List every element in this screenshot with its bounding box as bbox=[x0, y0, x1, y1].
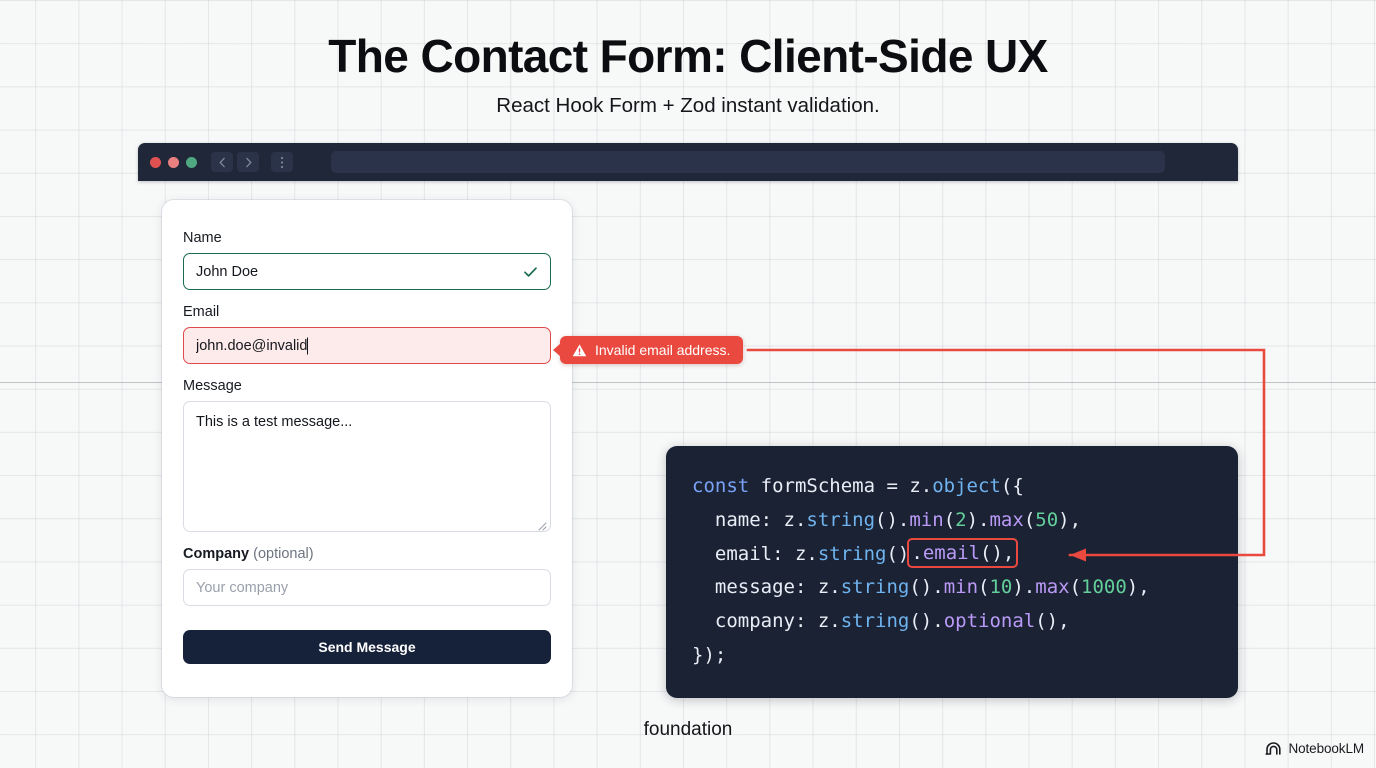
code-line-5: company: z.string().optional(), bbox=[692, 610, 1070, 633]
contact-form-card: Name Email Message This is a test messag… bbox=[162, 200, 572, 697]
code-line-3: email: z.string().email(), bbox=[692, 538, 1019, 569]
notebooklm-arc-icon bbox=[1265, 741, 1282, 756]
minimize-window-button[interactable] bbox=[168, 156, 179, 168]
company-field-group: Company (optional) bbox=[183, 546, 551, 606]
browser-chrome-bar bbox=[138, 143, 1238, 181]
message-textarea[interactable]: This is a test message... bbox=[183, 401, 551, 532]
company-label-text: Company bbox=[183, 546, 250, 562]
forward-button[interactable] bbox=[237, 152, 259, 172]
message-input-wrap: This is a test message... bbox=[183, 401, 551, 532]
foundation-caption: foundation bbox=[643, 719, 733, 740]
page-title: The Contact Form: Client-Side UX bbox=[328, 30, 1048, 82]
page-subtitle: React Hook Form + Zod instant validation… bbox=[496, 93, 880, 117]
name-input[interactable] bbox=[183, 253, 551, 290]
browser-menu-button[interactable] bbox=[271, 152, 293, 172]
warning-triangle-icon bbox=[572, 343, 587, 358]
browser-nav-group bbox=[211, 152, 293, 172]
page-header: The Contact Form: Client-Side UX React H… bbox=[0, 30, 1376, 118]
code-line-4: message: z.string().min(10).max(1000), bbox=[692, 576, 1150, 599]
company-input-wrap bbox=[183, 569, 551, 606]
zod-schema-code-block: const formSchema = z.object({ name: z.st… bbox=[666, 446, 1238, 698]
email-input[interactable] bbox=[183, 327, 551, 364]
check-icon bbox=[522, 263, 539, 280]
code-line-6: }); bbox=[692, 643, 727, 666]
name-field-group: Name bbox=[183, 230, 551, 290]
code-line-2: name: z.string().min(2).max(50), bbox=[692, 508, 1082, 531]
notebooklm-watermark: NotebookLM bbox=[1265, 741, 1364, 756]
notebooklm-watermark-text: NotebookLM bbox=[1288, 741, 1364, 756]
company-optional-text: (optional) bbox=[253, 546, 314, 562]
text-caret bbox=[307, 337, 309, 354]
back-button[interactable] bbox=[211, 152, 233, 172]
email-input-wrap bbox=[183, 327, 551, 364]
email-validator-highlight: .email(), bbox=[907, 538, 1019, 569]
vertical-dots-icon bbox=[280, 156, 284, 168]
email-field-group: Email bbox=[183, 304, 551, 364]
chevron-right-icon bbox=[245, 157, 251, 167]
message-label: Message bbox=[183, 378, 242, 394]
background-rule bbox=[0, 382, 1376, 383]
close-window-button[interactable] bbox=[150, 156, 161, 168]
traffic-lights bbox=[150, 156, 197, 168]
error-message-text: Invalid email address. bbox=[595, 342, 731, 358]
company-input[interactable] bbox=[183, 569, 551, 606]
name-label: Name bbox=[183, 230, 222, 246]
url-bar[interactable] bbox=[331, 151, 1165, 173]
maximize-window-button[interactable] bbox=[186, 156, 197, 168]
email-error-tooltip: Invalid email address. bbox=[560, 336, 744, 364]
name-input-wrap bbox=[183, 253, 551, 290]
message-field-group: Message This is a test message... bbox=[183, 378, 551, 532]
code-line-1: const formSchema = z.object({ bbox=[692, 475, 1024, 497]
send-message-button[interactable]: Send Message bbox=[183, 630, 551, 664]
chevron-left-icon bbox=[219, 157, 225, 167]
email-label: Email bbox=[183, 304, 220, 320]
company-label: Company (optional) bbox=[183, 546, 551, 562]
